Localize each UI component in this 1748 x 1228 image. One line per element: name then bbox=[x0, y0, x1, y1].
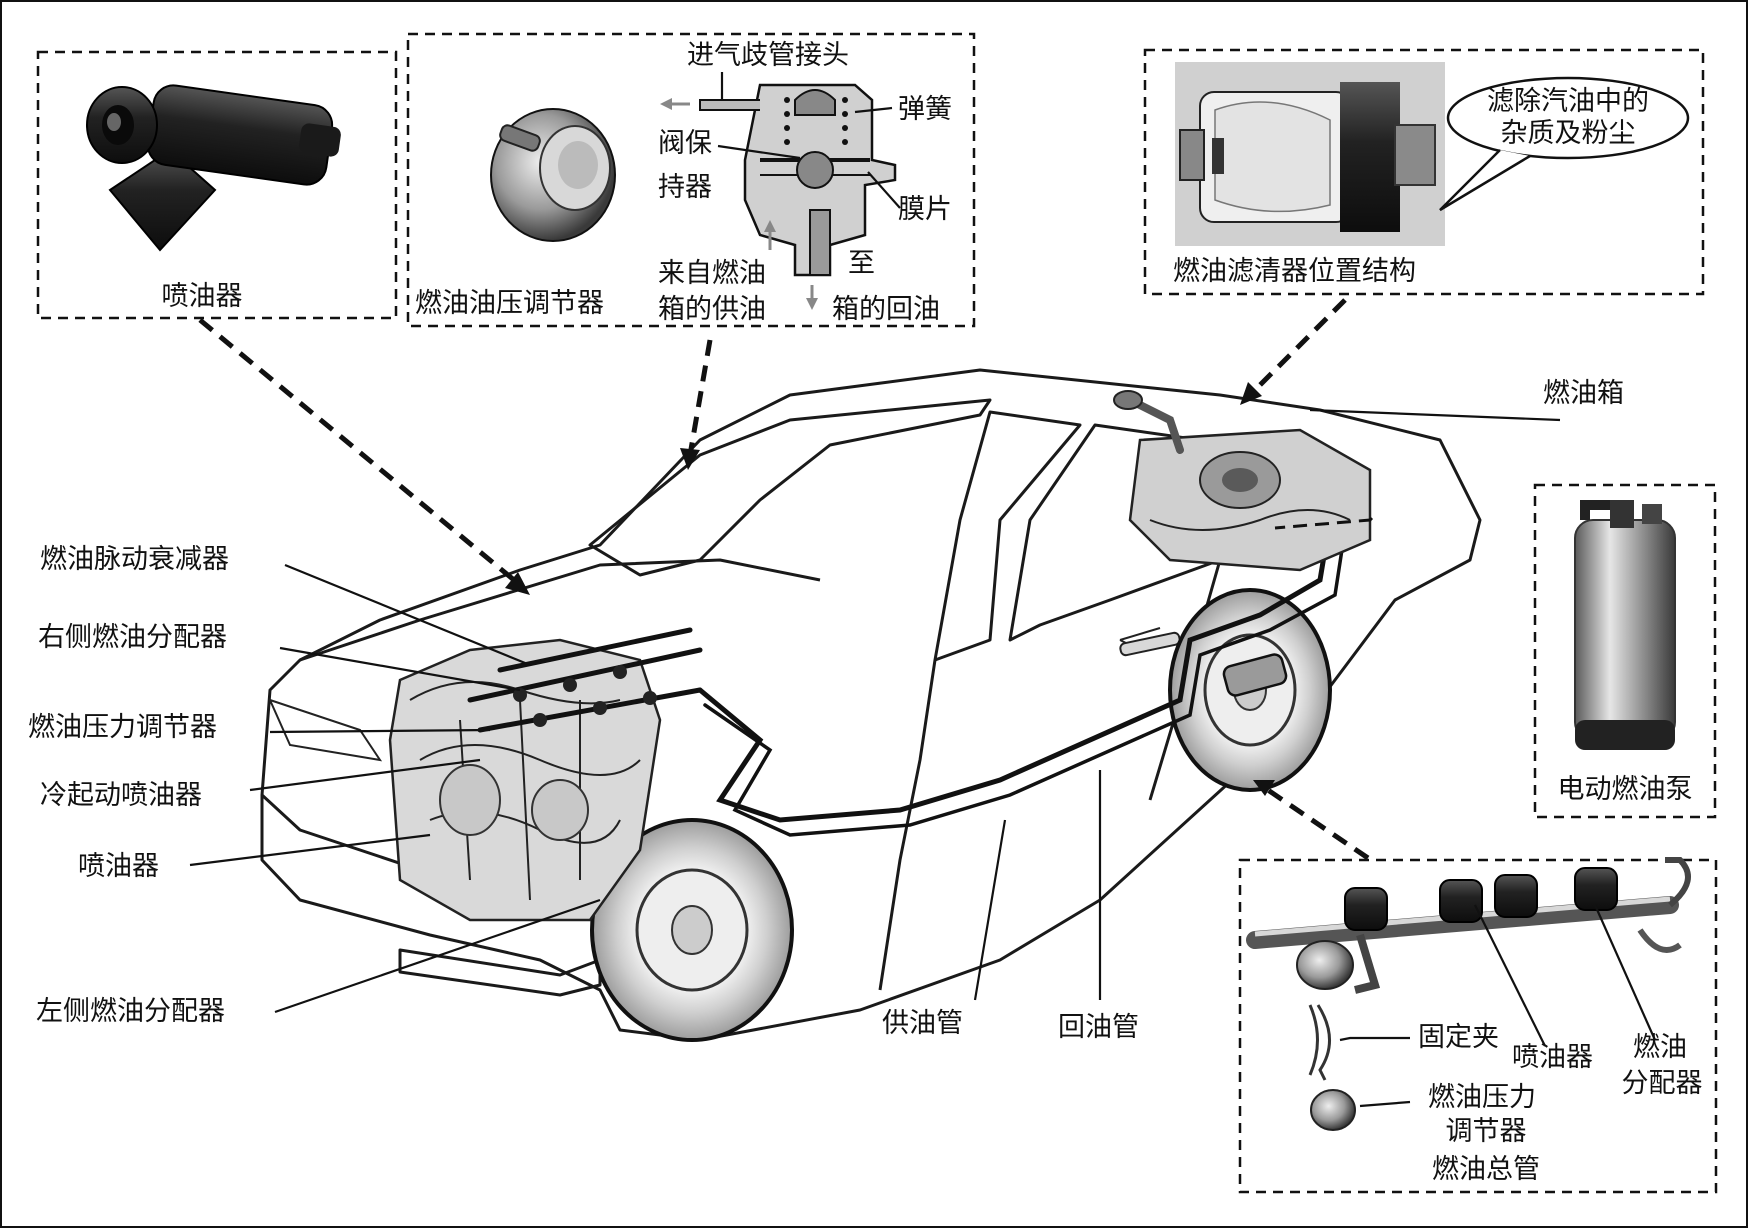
leader-right-rail bbox=[279, 646, 521, 692]
pump-caption: 电动燃油泵 bbox=[1558, 774, 1693, 805]
pulsation-damper-label: 燃油脉动衰减器 bbox=[40, 544, 229, 575]
supply-label-1: 来自燃油 bbox=[658, 258, 766, 289]
dashed-arrows bbox=[198, 298, 1374, 861]
filter-callout-line2: 杂质及粉尘 bbox=[1501, 118, 1636, 149]
license-plate bbox=[398, 948, 602, 997]
regulator-photo bbox=[490, 108, 616, 242]
rail-regulator-label-1: 燃油压力 bbox=[1428, 1082, 1536, 1113]
filter-photo bbox=[1175, 62, 1445, 246]
leader-supply bbox=[973, 819, 1007, 1001]
pump-connector bbox=[1274, 516, 1374, 530]
car-labels: 燃油箱 燃油脉动衰减器 右侧燃油分配器 燃油压力调节器 冷起动喷油器 喷油器 左… bbox=[28, 378, 1624, 1043]
car-label-leaders bbox=[189, 408, 1561, 1014]
clip-label: 固定夹 bbox=[1418, 1022, 1499, 1053]
regulator-box: 进气歧管接头 弹簧 阀保 持器 膜片 来自燃油 箱的供油 至 箱的回油 燃油油压… bbox=[406, 32, 976, 328]
supply-pipe-label: 供油管 bbox=[882, 1008, 963, 1039]
fuel-tank-label: 燃油箱 bbox=[1543, 378, 1624, 409]
return-label-1: 至 bbox=[848, 248, 875, 279]
headlight bbox=[268, 698, 383, 762]
pressure-regulator-label: 燃油压力调节器 bbox=[28, 712, 217, 743]
left-rail-label: 左侧燃油分配器 bbox=[36, 996, 225, 1027]
front-wheel bbox=[590, 818, 794, 1042]
return-pipe-label: 回油管 bbox=[1058, 1012, 1139, 1043]
filter-box: 滤除汽油中的 杂质及粉尘 燃油滤清器位置结构 bbox=[1143, 48, 1705, 296]
leader-valve-holder bbox=[717, 144, 801, 160]
filter-callout-line1: 滤除汽油中的 bbox=[1487, 86, 1649, 117]
filter-caption: 燃油滤清器位置结构 bbox=[1173, 256, 1416, 287]
cold-start-injector-label: 冷起动喷油器 bbox=[40, 780, 202, 811]
regulator-cutaway bbox=[660, 83, 897, 310]
right-rail-label: 右侧燃油分配器 bbox=[38, 622, 227, 653]
rail-box: 固定夹 喷油器 燃油 分配器 燃油压力 调节器 燃油总管 bbox=[1238, 857, 1718, 1194]
supply-pipe-line bbox=[697, 517, 1333, 823]
pump-photo bbox=[1574, 500, 1676, 750]
injector-label: 喷油器 bbox=[78, 851, 159, 882]
pump-box: 电动燃油泵 bbox=[1533, 483, 1717, 819]
car-windshield bbox=[588, 398, 992, 577]
leader-cold-start bbox=[249, 758, 481, 792]
return-label-2: 箱的回油 bbox=[832, 294, 940, 325]
leader-left-rail bbox=[274, 898, 601, 1014]
spring-dots bbox=[784, 97, 848, 145]
leader-spring bbox=[854, 106, 893, 114]
diaphragm-label: 膜片 bbox=[898, 194, 952, 225]
leader-injector bbox=[189, 833, 431, 867]
arrow-filter bbox=[1248, 298, 1347, 397]
filter-callout: 滤除汽油中的 杂质及粉尘 bbox=[1439, 76, 1690, 212]
injector-box: 喷油器 bbox=[36, 50, 398, 320]
injector-photo bbox=[86, 84, 341, 252]
fuel-tank-on-car bbox=[1113, 390, 1372, 572]
arrow-rail bbox=[1263, 785, 1370, 861]
car-body bbox=[260, 368, 1482, 1042]
manifold-connector-label: 进气歧管接头 bbox=[687, 40, 849, 71]
arrow-regulator bbox=[687, 339, 713, 456]
rail-photo bbox=[1246, 857, 1691, 1131]
door-line-front bbox=[878, 659, 937, 991]
leader-fuel-tank bbox=[1309, 408, 1561, 422]
rail-injector-label: 喷油器 bbox=[1512, 1042, 1593, 1073]
rail-regulator-label-2: 调节器 bbox=[1446, 1116, 1527, 1147]
filter-on-car bbox=[1222, 653, 1288, 697]
return-pipe-line bbox=[703, 528, 1347, 837]
leader-pressure-reg bbox=[269, 728, 491, 734]
arrow-injector bbox=[198, 318, 522, 587]
leader-rail bbox=[1593, 904, 1657, 1041]
car-illustration bbox=[260, 368, 1482, 1042]
leader-rail-injector bbox=[1474, 904, 1546, 1047]
leader-clip bbox=[1339, 1036, 1410, 1042]
engine-block bbox=[388, 627, 703, 922]
car-side-window-front bbox=[933, 410, 1082, 662]
supply-label-2: 箱的供油 bbox=[658, 294, 766, 325]
rail-label-2: 分配器 bbox=[1622, 1068, 1703, 1099]
valve-holder-label-1: 阀保 bbox=[658, 128, 712, 159]
door-handle-rear bbox=[1119, 627, 1161, 641]
regulator-caption: 燃油油压调节器 bbox=[415, 288, 604, 319]
door-handle bbox=[1119, 631, 1181, 657]
rail-caption: 燃油总管 bbox=[1432, 1154, 1540, 1185]
injector-caption: 喷油器 bbox=[162, 281, 243, 312]
leader-rail-regulator bbox=[1359, 1100, 1411, 1108]
valve-holder-label-2: 持器 bbox=[658, 172, 712, 203]
rail-label-1: 燃油 bbox=[1633, 1032, 1687, 1063]
leader-diaphragm bbox=[867, 171, 901, 209]
leader-pulsation bbox=[284, 563, 531, 667]
hood-line bbox=[299, 558, 821, 662]
spring-label: 弹簧 bbox=[898, 94, 952, 125]
